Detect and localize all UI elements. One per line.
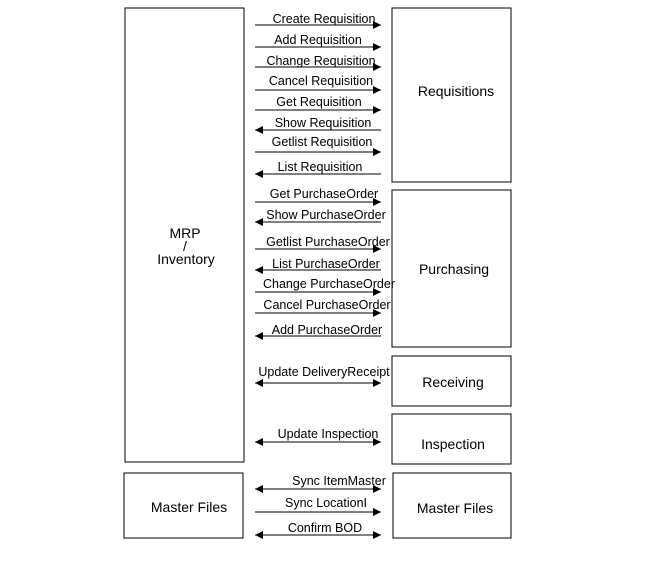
flow-label: Add Requisition bbox=[274, 33, 362, 47]
flow-change-purchaseorder: Change PurchaseOrder bbox=[255, 277, 395, 296]
flow-show-requisition: Show Requisition bbox=[255, 116, 381, 134]
master-files-right-label: Master Files bbox=[417, 500, 493, 516]
flow-label: Change Requisition bbox=[266, 54, 375, 68]
flow-confirm-bod: Confirm BOD bbox=[255, 521, 381, 539]
flow-sync-locationi: Sync LocationI bbox=[255, 496, 381, 516]
flow-label: List PurchaseOrder bbox=[272, 257, 380, 271]
purchasing-box bbox=[391, 189, 512, 348]
flow-getlist-purchaseorder: Getlist PurchaseOrder bbox=[255, 235, 390, 253]
inspection-box bbox=[391, 413, 512, 465]
mrp-label-line-3: Inventory bbox=[157, 251, 215, 267]
flow-label: List Requisition bbox=[278, 160, 363, 174]
requisitions-box bbox=[391, 7, 512, 183]
flow-update-deliveryreceipt: Update DeliveryReceipt bbox=[255, 365, 390, 387]
flow-cancel-requisition: Cancel Requisition bbox=[255, 74, 381, 94]
flow-list-purchaseorder: List PurchaseOrder bbox=[255, 257, 381, 274]
flow-show-purchaseorder: Show PurchaseOrder bbox=[255, 208, 386, 226]
requisitions-label: Requisitions bbox=[418, 83, 494, 99]
master-files-left-label: Master Files bbox=[151, 499, 227, 515]
mrp-inventory-box bbox=[124, 7, 245, 463]
flow-get-purchaseorder: Get PurchaseOrder bbox=[255, 187, 381, 206]
mrp-label-line-1: MRP bbox=[169, 225, 200, 241]
flow-change-requisition: Change Requisition bbox=[255, 54, 381, 71]
flow-label: Get PurchaseOrder bbox=[270, 187, 378, 201]
flow-label: Show PurchaseOrder bbox=[266, 208, 386, 222]
receiving-label: Receiving bbox=[422, 374, 483, 390]
master-files-left-box bbox=[123, 472, 244, 539]
flow-label: Getlist PurchaseOrder bbox=[266, 235, 390, 249]
flow-create-requisition: Create Requisition bbox=[255, 12, 381, 29]
flow-getlist-requisition: Getlist Requisition bbox=[255, 135, 381, 156]
flow-label: Cancel Requisition bbox=[269, 74, 373, 88]
flow-label: Create Requisition bbox=[273, 12, 376, 26]
flow-label: Confirm BOD bbox=[288, 521, 362, 535]
flow-label: Get Requisition bbox=[276, 95, 362, 109]
flow-label: Update Inspection bbox=[278, 427, 379, 441]
flow-label: Sync LocationI bbox=[285, 496, 367, 510]
flow-label: Cancel PurchaseOrder bbox=[263, 298, 390, 312]
mrp-label-line-2: / bbox=[183, 238, 187, 254]
flow-cancel-purchaseorder: Cancel PurchaseOrder bbox=[255, 298, 391, 317]
flow-list-requisition: List Requisition bbox=[255, 160, 381, 178]
flow-label: Update DeliveryReceipt bbox=[258, 365, 390, 379]
flow-sync-itemmaster: Sync ItemMaster bbox=[255, 474, 386, 493]
receiving-box bbox=[391, 355, 512, 407]
inspection-label: Inspection bbox=[421, 436, 485, 452]
flow-get-requisition: Get Requisition bbox=[255, 95, 381, 114]
flow-label: Change PurchaseOrder bbox=[263, 277, 395, 291]
flow-update-inspection: Update Inspection bbox=[255, 427, 381, 446]
flow-label: Show Requisition bbox=[275, 116, 372, 130]
flow-add-requisition: Add Requisition bbox=[255, 33, 381, 51]
purchasing-label: Purchasing bbox=[419, 261, 489, 277]
flow-label: Getlist Requisition bbox=[272, 135, 373, 149]
master-files-right-box bbox=[392, 472, 512, 539]
flow-add-purchaseorder: Add PurchaseOrder bbox=[255, 323, 382, 340]
flow-label: Add PurchaseOrder bbox=[272, 323, 382, 337]
flow-label: Sync ItemMaster bbox=[292, 474, 386, 488]
